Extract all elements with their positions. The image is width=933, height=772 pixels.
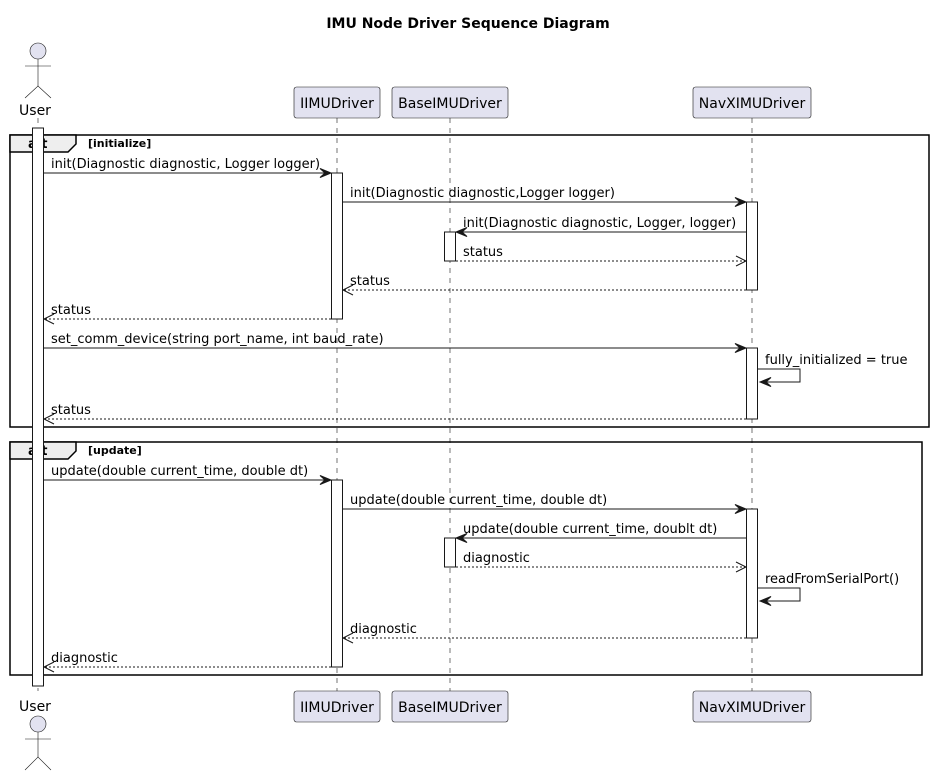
fragment-guard: [initialize] [88, 137, 151, 150]
actor-head [29, 715, 47, 733]
participants: UserUserIIMUDriverIIMUDriverBaseIMUDrive… [19, 42, 812, 771]
message-label: status [51, 303, 91, 318]
alt-fragment: alt[initialize] [9, 134, 930, 428]
participant-box [692, 690, 812, 723]
participant-box [293, 690, 381, 723]
message-label: diagnostic [350, 622, 417, 637]
diagram-title: IMU Node Driver Sequence Diagram [326, 16, 609, 32]
arrowhead [454, 227, 468, 237]
message-label: init(Diagnostic diagnostic,Logger logger… [350, 186, 615, 201]
activation-base [444, 537, 456, 568]
self-message: fully_initialized = true [758, 353, 908, 387]
return-message: diagnostic [42, 651, 331, 673]
message-label: status [51, 403, 91, 418]
call-message: update(double current_time, doublt dt) [454, 522, 746, 543]
call-message: init(Diagnostic diagnostic, Logger, logg… [454, 216, 746, 237]
arrowhead [319, 475, 333, 485]
call-message: set_comm_device(string port_name, int ba… [44, 332, 748, 353]
participant-label: IIMUDriver [300, 96, 374, 112]
participant-label: IIMUDriver [300, 700, 374, 716]
message-label: status [463, 245, 503, 260]
participant-iimu-top: IIMUDriver [293, 86, 381, 119]
message-label: update(double current_time, double dt) [350, 493, 607, 508]
participant-label: BaseIMUDriver [398, 96, 502, 112]
arrowhead [454, 533, 468, 543]
messages: init(Diagnostic diagnostic, Logger logge… [42, 157, 908, 673]
arrowhead [319, 168, 333, 178]
call-message: update(double current_time, double dt) [343, 493, 748, 514]
participant-box [293, 86, 381, 119]
activation-navx [746, 347, 758, 420]
arrowhead [734, 197, 748, 207]
self-message: readFromSerialPort() [758, 572, 899, 606]
activation-navx [746, 201, 758, 291]
return-message: diagnostic [341, 622, 746, 644]
return-message: diagnostic [456, 551, 748, 573]
participant-base-bottom: BaseIMUDriver [391, 690, 509, 723]
participant-box [391, 86, 509, 119]
message-label: update(double current_time, doublt dt) [463, 522, 717, 537]
self-message-line [758, 587, 801, 602]
return-message: status [42, 303, 331, 325]
message-label: fully_initialized = true [765, 353, 908, 368]
fragment-frame [9, 134, 930, 428]
arrowhead [758, 596, 772, 606]
return-message: status [42, 403, 746, 425]
message-label: status [350, 274, 390, 289]
actor-head [29, 42, 47, 60]
message-label: init(Diagnostic diagnostic, Logger logge… [51, 157, 320, 172]
activation-base [444, 231, 456, 262]
return-message: status [456, 245, 748, 267]
participant-iimu-bottom: IIMUDriver [293, 690, 381, 723]
activation-user [32, 127, 44, 687]
arrowhead [734, 504, 748, 514]
fragment-frame [9, 441, 923, 676]
arrowhead [758, 377, 772, 387]
message-label: init(Diagnostic diagnostic, Logger, logg… [463, 216, 736, 231]
message-label: diagnostic [51, 651, 118, 666]
participant-label: BaseIMUDriver [398, 700, 502, 716]
arrowhead [735, 255, 748, 267]
activation-iimu [331, 479, 343, 668]
participant-navx-top: NavXIMUDriver [692, 86, 812, 119]
arrowhead [341, 632, 354, 644]
call-message: init(Diagnostic diagnostic,Logger logger… [343, 186, 748, 207]
arrowhead [42, 313, 55, 325]
activation-navx [746, 508, 758, 639]
arrowhead [735, 561, 748, 573]
participant-navx-bottom: NavXIMUDriver [692, 690, 812, 723]
arrowhead [42, 661, 55, 673]
message-label: readFromSerialPort() [765, 572, 899, 587]
call-message: init(Diagnostic diagnostic, Logger logge… [44, 157, 333, 178]
message-label: diagnostic [463, 551, 530, 566]
arrowhead [42, 413, 55, 425]
lifelines [37, 118, 753, 691]
participant-box [692, 86, 812, 119]
participant-base-top: BaseIMUDriver [391, 86, 509, 119]
message-label: update(double current_time, double dt) [51, 464, 308, 479]
participant-box [391, 690, 509, 723]
message-label: set_comm_device(string port_name, int ba… [51, 332, 384, 347]
call-message: update(double current_time, double dt) [44, 464, 333, 485]
actor-user-top: User [19, 42, 52, 119]
actor-user-bottom: User [19, 699, 52, 771]
participant-label: User [19, 103, 51, 119]
participant-label: NavXIMUDriver [699, 96, 806, 112]
return-message: status [341, 274, 746, 296]
participant-label: User [19, 699, 51, 715]
arrowhead [341, 284, 354, 296]
fragment-guard: [update] [88, 444, 142, 457]
self-message-line [758, 368, 801, 383]
participant-label: NavXIMUDriver [699, 700, 806, 716]
activation-iimu [331, 172, 343, 320]
activations [32, 127, 758, 687]
arrowhead [734, 343, 748, 353]
